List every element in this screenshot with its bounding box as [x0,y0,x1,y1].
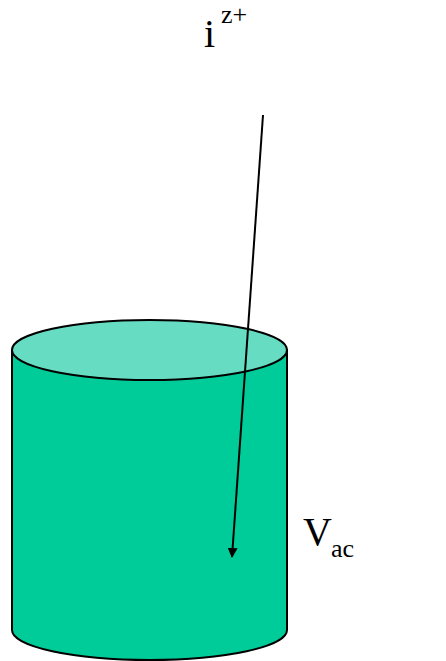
charge-superscript: z+ [221,2,247,28]
ion-symbol: i [204,14,215,54]
volume-symbol: V [303,512,332,552]
volume-subscript: ac [331,536,354,562]
ion-arrow [232,115,263,557]
